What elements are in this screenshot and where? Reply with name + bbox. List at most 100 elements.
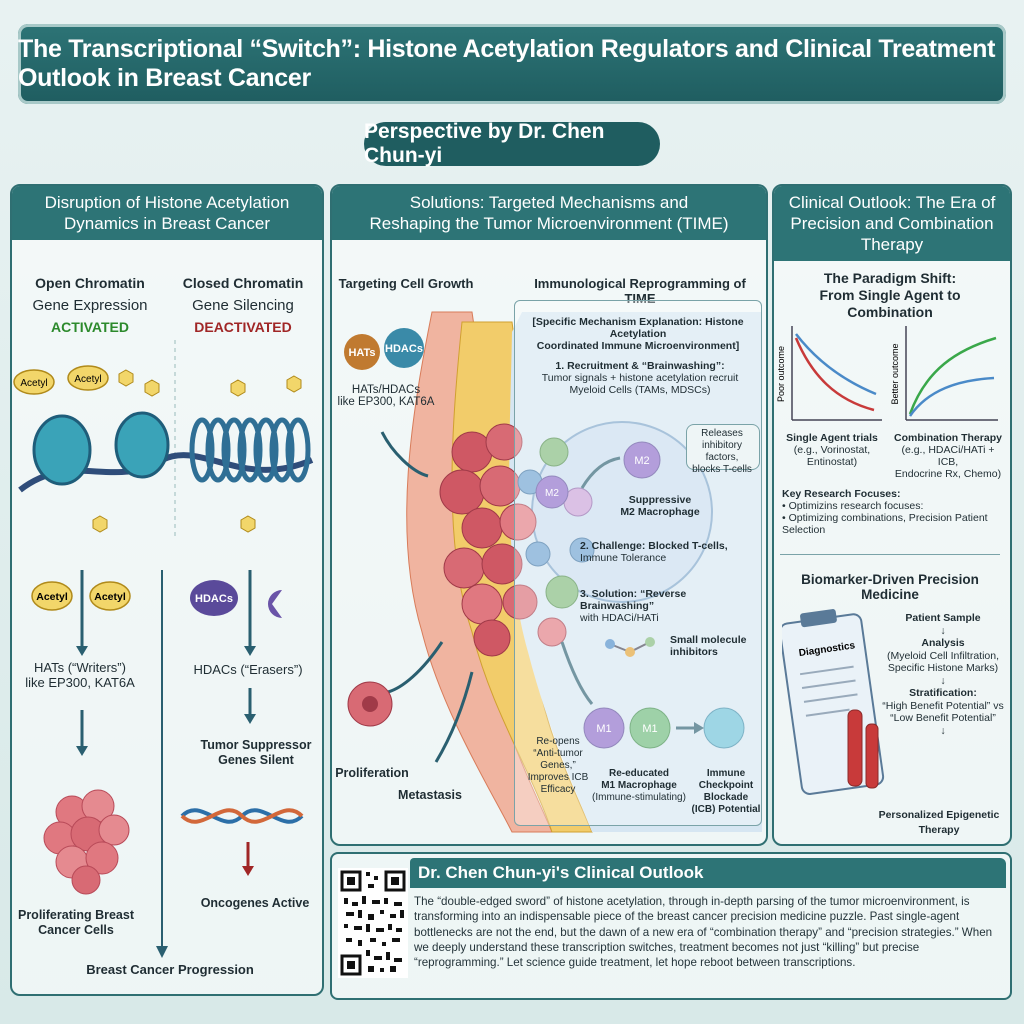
dna-helix-icon — [180, 808, 304, 824]
progression-label: Breast Cancer Progression — [86, 962, 254, 977]
hdacs-badge — [190, 580, 238, 616]
tumor-illustration: HATs HDACs M2 M2 M1 M1 — [344, 311, 762, 833]
acetyl-label-4: Acetyl — [94, 591, 126, 603]
biomarker-flow: Patient Sample ↓ Analysis (Myeloid Cell … — [880, 612, 1006, 737]
acetyl-badge-1 — [13, 369, 55, 395]
m2-macrophage-small — [535, 475, 569, 509]
acetyl-badge-3 — [31, 581, 73, 611]
reeducated-label: Re-educated M1 Macrophage (Immune-stimul… — [592, 768, 686, 803]
panel-disruption-heading: Disruption of Histone Acetylation Dynami… — [12, 186, 322, 240]
hats-node — [344, 334, 380, 370]
m1-macrophage-2 — [629, 707, 671, 749]
hats-node-label: HATs — [348, 347, 375, 359]
proliferation-cell — [347, 681, 393, 727]
step2: 2. Challenge: Blocked T-cells, Immune To… — [580, 540, 728, 564]
single-agent-curve-red — [794, 337, 875, 412]
single-agent-label: Single Agent trials (e.g., Vorinostat, E… — [786, 432, 878, 468]
diagnostics-illustration: Diagnostics — [782, 609, 885, 795]
closed-chromatin-sub: Gene Silencing — [192, 297, 294, 314]
m2-label-small: M2 — [545, 488, 559, 499]
outcome-charts: Poor outcome Better outcome — [776, 326, 998, 421]
acetyl-badge-2 — [67, 365, 109, 391]
arrow-icon — [434, 671, 474, 763]
arrow-icon — [580, 456, 621, 489]
t-cell-icon — [703, 707, 745, 749]
arrow-icon — [387, 641, 444, 694]
panel-solutions-heading: Solutions: Targeted Mechanisms and Resha… — [332, 186, 766, 240]
acetyl-label-1: Acetyl — [20, 378, 47, 389]
tsg-silent-label: Tumor Suppressor Genes Silent — [200, 738, 312, 767]
open-chromatin-sub: Gene Expression — [32, 297, 148, 314]
better-outcome-label: Better outcome — [890, 343, 900, 404]
arrow-head — [242, 866, 254, 876]
small-molecule-label: Small molecule inhibitors — [670, 634, 747, 658]
arrow-head — [244, 714, 256, 724]
combo-curve-blue — [908, 376, 995, 417]
hdacs-erasers-label: HDACs (“Erasers”) — [193, 662, 303, 677]
subtitle-pill: Perspective by Dr. Chen Chun-yi — [364, 120, 660, 167]
m1-macrophage-1 — [583, 707, 625, 749]
hats-writers-label: HATs (“Writers”) like EP300, KAT6A — [25, 660, 135, 690]
proliferating-cells-label: Proliferating Breast Cancer Cells — [17, 908, 134, 937]
releases-callout — [686, 424, 760, 470]
arrow-icon — [560, 641, 594, 705]
closed-chromatin-title: Closed Chromatin — [182, 275, 304, 291]
single-agent-curve-blue — [795, 333, 877, 396]
combination-label: Combination Therapy (e.g., HDACi/HATi + … — [894, 432, 1002, 480]
acetyl-label-2: Acetyl — [74, 374, 101, 385]
biomarker-title: Biomarker-Driven Precision Medicine — [801, 572, 979, 602]
hexagon-icon — [240, 515, 256, 533]
combo-curve-green — [908, 336, 997, 415]
m1-label-2: M1 — [642, 723, 657, 735]
proliferation-label: Proliferation — [335, 766, 409, 780]
step3: 3. Solution: “Reverse Brainwashing” with… — [580, 588, 687, 624]
immuno-title: Immunological Reprogramming of TIME — [534, 276, 746, 306]
closed-coil — [189, 417, 311, 483]
hexagon-icon — [118, 369, 134, 387]
clipboard-lines — [799, 665, 858, 717]
key-focuses: Key Research Focuses: • Optimizins resea… — [782, 488, 988, 536]
icb-label: Immune Checkpoint Blockade (ICB) Potenti… — [691, 768, 761, 815]
small-molecule-icon — [605, 637, 655, 657]
hexagon-icon — [230, 379, 246, 397]
open-chromatin-state: ACTIVATED — [50, 319, 130, 335]
panel-clinical: Clinical Outlook: The Era of Precision a… — [772, 184, 1012, 846]
panel-clinical-heading: Clinical Outlook: The Era of Precision a… — [774, 186, 1010, 261]
chromatin-illustration: Acetyl Acetyl — [13, 340, 314, 540]
tumor-cell-cluster — [439, 423, 595, 657]
poor-outcome-label: Poor outcome — [776, 346, 786, 402]
m1-label-1: M1 — [596, 723, 611, 735]
clipboard-clip — [800, 609, 837, 628]
arrow-down-icon: ↓ — [940, 724, 946, 737]
arrow-down-icon: ↓ — [940, 624, 946, 637]
personalized-therapy: Personalized Epigenetic Therapy — [878, 809, 1000, 836]
hexagon-icon — [144, 379, 160, 397]
outlook-heading: Dr. Chen Chun-yi's Clinical Outlook — [410, 858, 1006, 888]
targeting-growth-title: Targeting Cell Growth — [338, 276, 474, 291]
arrow-head — [244, 646, 256, 656]
arrow-head — [76, 646, 88, 656]
qr-code-icon — [338, 868, 408, 978]
oncogenes-label: Oncogenes Active — [200, 896, 310, 910]
acetyl-badge-4 — [89, 581, 131, 611]
reopens-label: Re-opens “Anti-tumor Genes,” Improves IC… — [527, 736, 589, 795]
eraser-enzyme-icon — [268, 590, 282, 618]
hdacs-node — [384, 328, 424, 368]
arrow-head — [156, 946, 168, 958]
hats-hdacs-label: HATs/HDACs like EP300, KAT6A — [337, 384, 435, 408]
arrow-icon — [380, 431, 429, 478]
title-banner: The Transcriptional “Switch”: Histone Ac… — [18, 24, 1006, 104]
m2-label: M2 — [634, 455, 649, 467]
hdacs-node-label: HDACs — [385, 343, 423, 355]
test-tube-icon — [847, 709, 863, 787]
step1: 1. Recruitment & “Brainwashing”: Tumor s… — [541, 360, 739, 396]
m2-macrophage — [623, 441, 661, 479]
nucleosome-open-2 — [114, 411, 170, 479]
metastasis-label: Metastasis — [398, 788, 462, 802]
open-chromatin-title: Open Chromatin — [35, 275, 145, 291]
arrow-down-icon: ↓ — [940, 674, 946, 687]
divider-right — [780, 554, 1000, 555]
closed-chromatin-state: DEACTIVATED — [194, 319, 292, 335]
releases-text: Releases inhibitory factors, blocks T-ce… — [692, 428, 752, 475]
